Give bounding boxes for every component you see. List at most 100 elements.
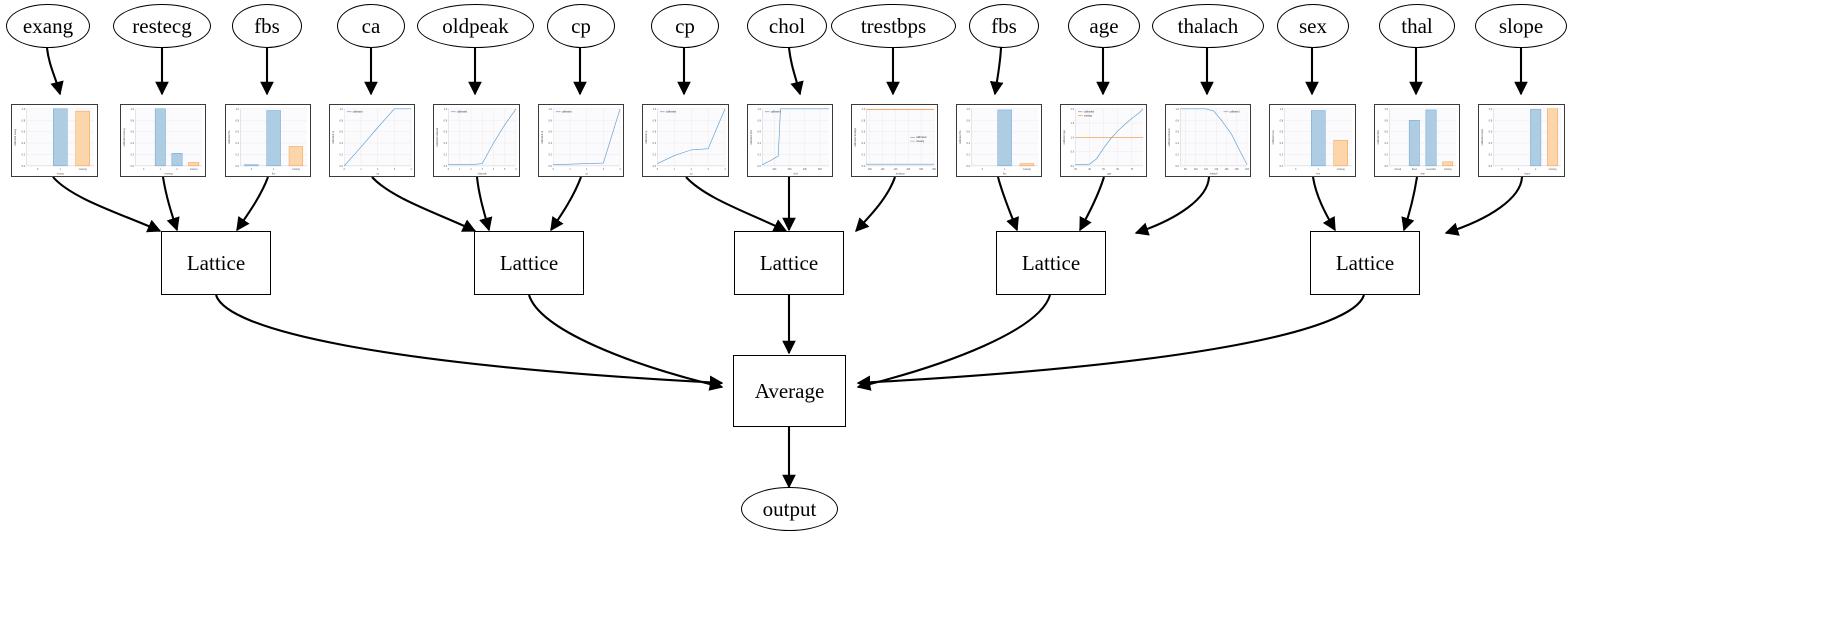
svg-text:200: 200: [1245, 169, 1250, 171]
svg-text:calibrated chol: calibrated chol: [750, 129, 753, 144]
svg-text:calibrated exang: calibrated exang: [14, 128, 17, 146]
svg-text:200: 200: [773, 169, 778, 171]
svg-text:0.6: 0.6: [236, 131, 240, 134]
lattice-node-1[interactable]: Lattice: [161, 231, 271, 295]
svg-text:missing: missing: [1023, 169, 1031, 171]
svg-text:0.4: 0.4: [1176, 142, 1180, 145]
svg-text:0.4: 0.4: [862, 142, 866, 145]
lattice-node-2[interactable]: Lattice: [474, 231, 584, 295]
svg-text:fixed: fixed: [1412, 169, 1418, 171]
svg-text:6: 6: [515, 169, 517, 171]
svg-text:0.4: 0.4: [236, 142, 240, 145]
average-node[interactable]: Average: [733, 355, 846, 427]
feature-node-cp-1[interactable]: cp: [547, 4, 615, 48]
feature-node-fbs-2[interactable]: fbs: [969, 4, 1039, 48]
svg-text:0: 0: [657, 169, 659, 171]
svg-text:2: 2: [176, 169, 178, 171]
svg-text:0.5: 0.5: [1071, 151, 1075, 154]
feature-node-oldpeak[interactable]: oldpeak: [417, 4, 534, 48]
feature-node-chol-1[interactable]: chol: [747, 4, 827, 48]
svg-text:0.8: 0.8: [862, 119, 866, 122]
svg-text:0.4: 0.4: [444, 142, 448, 145]
svg-text:calibrated thal: calibrated thal: [1377, 130, 1380, 145]
svg-text:0.2: 0.2: [1489, 154, 1493, 157]
feature-node-label: fbs: [991, 13, 1017, 38]
svg-text:exang: exang: [57, 172, 65, 175]
svg-text:calibrated: calibrated: [1229, 111, 1240, 114]
svg-text:1.0: 1.0: [340, 108, 344, 111]
svg-text:200: 200: [932, 169, 937, 171]
feature-node-exang[interactable]: exang: [6, 4, 90, 48]
output-node[interactable]: output: [741, 487, 838, 531]
feature-node-trestbps[interactable]: trestbps: [831, 4, 956, 48]
feature-node-fbs-1[interactable]: fbs: [232, 4, 302, 48]
svg-text:100: 100: [868, 169, 873, 171]
svg-text:4: 4: [619, 169, 621, 171]
feature-node-sex[interactable]: sex: [1277, 4, 1349, 48]
svg-text:1: 1: [459, 169, 461, 171]
svg-text:2: 2: [586, 169, 588, 171]
svg-text:1: 1: [60, 169, 62, 171]
svg-text:0.8: 0.8: [22, 119, 26, 122]
svg-text:1.0: 1.0: [862, 108, 866, 111]
svg-text:normal: normal: [1394, 168, 1401, 171]
feature-node-age[interactable]: age: [1068, 4, 1140, 48]
lattice-node-5[interactable]: Lattice: [1310, 231, 1420, 295]
svg-text:0.0: 0.0: [653, 165, 657, 168]
feature-node-thal[interactable]: thal: [1379, 4, 1455, 48]
feature-node-cp-2[interactable]: cp: [651, 4, 719, 48]
feature-node-thalach[interactable]: thalach: [1152, 4, 1264, 48]
svg-text:0.8: 0.8: [1176, 119, 1180, 122]
svg-text:300: 300: [788, 169, 793, 171]
svg-text:1: 1: [569, 169, 571, 171]
svg-text:0.0: 0.0: [1071, 165, 1075, 168]
svg-text:140: 140: [893, 169, 898, 171]
svg-text:2: 2: [691, 169, 693, 171]
svg-text:120: 120: [881, 169, 886, 171]
svg-text:0.4: 0.4: [549, 142, 553, 145]
feature-node-label: ca: [361, 13, 381, 38]
svg-text:0: 0: [37, 169, 39, 171]
feature-node-label: oldpeak: [442, 13, 509, 38]
feature-node-restecg[interactable]: restecg: [113, 4, 211, 48]
svg-text:missing: missing: [1549, 169, 1558, 171]
plot-legend: calibrated: [660, 111, 677, 114]
feature-node-label: restecg: [132, 13, 192, 38]
feature-node-slope[interactable]: slope: [1475, 4, 1567, 48]
svg-text:0.6: 0.6: [131, 131, 135, 134]
svg-text:calibrated: calibrated: [562, 111, 573, 114]
lattice-node-3[interactable]: Lattice: [734, 231, 844, 295]
svg-text:missing: missing: [1337, 169, 1346, 171]
feature-node-ca[interactable]: ca: [337, 4, 405, 48]
svg-text:0.2: 0.2: [549, 154, 553, 157]
svg-text:1: 1: [160, 169, 162, 171]
feature-node-label: trestbps: [860, 13, 927, 38]
output-node-label: output: [762, 496, 817, 521]
svg-text:0.6: 0.6: [653, 131, 657, 134]
lattice-node-4[interactable]: Lattice: [996, 231, 1106, 295]
plot-legend: calibrated: [1223, 111, 1240, 114]
